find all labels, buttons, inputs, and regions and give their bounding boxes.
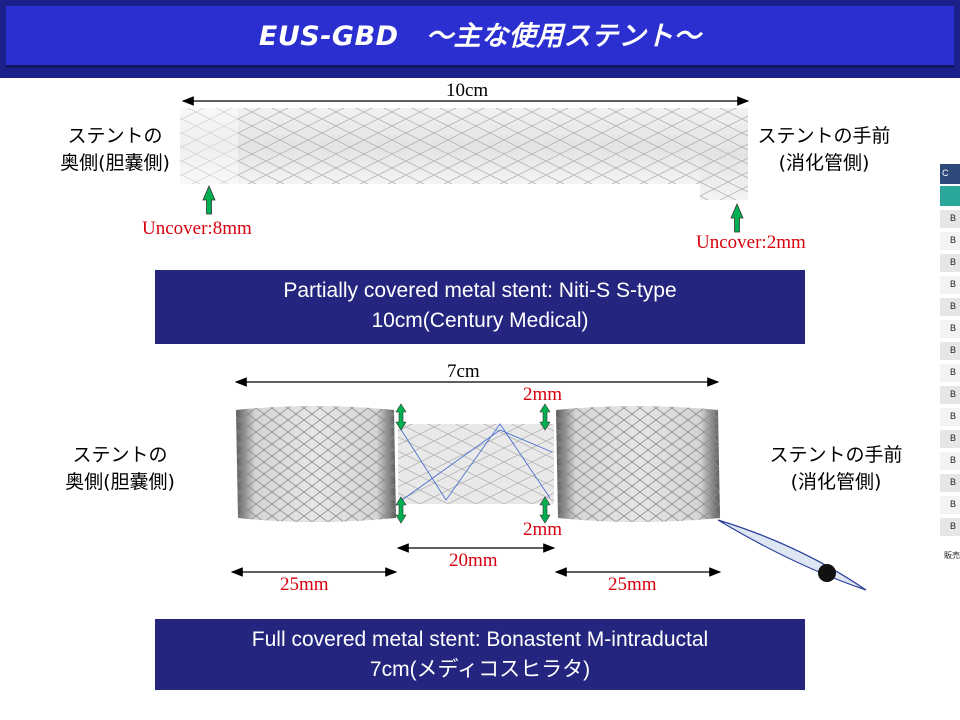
delivery-catheter xyxy=(717,519,867,591)
top-right-label-line1: ステントの手前 xyxy=(757,125,891,147)
top-right-label-line2: (消化管側) xyxy=(778,152,870,174)
gap-arrow-top-right xyxy=(539,403,551,431)
top-caption-line1: Partially covered metal stent: Niti-S S-… xyxy=(283,279,677,302)
side-table-row: B xyxy=(940,496,960,514)
side-table-cell: B xyxy=(950,411,957,421)
side-table-cell: B xyxy=(950,301,957,311)
side-table-row: B xyxy=(940,452,960,470)
bottom-caption: Full covered metal stent: Bonastent M-in… xyxy=(155,619,805,690)
uncover-left-label: Uncover:8mm xyxy=(142,218,252,239)
title-panel xyxy=(6,6,954,68)
bottom-right-label: ステントの手前 (消化管側) xyxy=(756,442,916,496)
side-table-cell: B xyxy=(950,367,957,377)
bottom-caption-line2: 7cm(メディコスヒラタ) xyxy=(369,658,591,681)
uncover-right-arrow xyxy=(730,202,744,233)
side-table-cell: B xyxy=(950,345,957,355)
gap-arrow-bottom-right xyxy=(539,496,551,524)
side-table-cell: B xyxy=(950,477,957,487)
gap-top-label: 2mm xyxy=(523,384,563,405)
top-right-label: ステントの手前 (消化管側) xyxy=(744,123,904,177)
side-table-header xyxy=(940,164,960,184)
slide-title: EUS-GBD ～主な使用ステント～ xyxy=(258,21,702,52)
side-table-cell: B xyxy=(950,235,957,245)
side-table-row: B xyxy=(940,210,960,228)
top-caption: Partially covered metal stent: Niti-S S-… xyxy=(155,270,805,344)
side-table-cell: B xyxy=(950,499,957,509)
side-table-cell: B xyxy=(950,389,957,399)
side-table-cell: B xyxy=(950,433,957,443)
top-caption-line2: 10cm(Century Medical) xyxy=(371,309,589,332)
side-table-footer: 販売 xyxy=(944,551,960,560)
side-table-cell: B xyxy=(950,323,957,333)
center-length-label: 20mm xyxy=(449,550,498,571)
bottom-left-label-line1: ステントの xyxy=(72,444,168,466)
side-table-cell: B xyxy=(950,279,957,289)
side-table-row: B xyxy=(940,474,960,492)
bottom-right-label-line2: (消化管側) xyxy=(790,471,882,493)
bottom-caption-line1: Full covered metal stent: Bonastent M-in… xyxy=(251,628,709,651)
gap-bottom-label: 2mm xyxy=(523,519,563,540)
top-left-label: ステントの 奥側(胆嚢側) xyxy=(52,123,178,177)
top-length-label: 10cm xyxy=(446,80,489,101)
side-table-row: B xyxy=(940,320,960,338)
top-left-label-line2: 奥側(胆嚢側) xyxy=(60,152,170,174)
bottom-right-label-line1: ステントの手前 xyxy=(769,444,903,466)
side-table-fragment: C B B B B B B B B B B B B B B B 販売 xyxy=(932,160,960,580)
side-table-row: B xyxy=(940,276,960,294)
top-left-label-line1: ステントの xyxy=(67,125,163,147)
side-table-row: B xyxy=(940,386,960,404)
bottom-length-label: 7cm xyxy=(447,361,480,382)
left-length-label: 25mm xyxy=(280,574,329,595)
side-table-cell: B xyxy=(950,521,957,531)
gap-arrow-bottom-left xyxy=(395,496,407,524)
side-table-row: B xyxy=(940,342,960,360)
uncover-right-label: Uncover:2mm xyxy=(696,232,806,253)
side-table-row: B xyxy=(940,232,960,250)
gap-arrow-top-left xyxy=(395,403,407,431)
side-table-row: B xyxy=(940,430,960,448)
side-table-row: B xyxy=(940,298,960,316)
top-stent-image xyxy=(180,108,748,200)
side-table-cell: B xyxy=(950,257,957,267)
side-table-cell: B xyxy=(950,213,957,223)
bottom-left-label-line2: 奥側(胆嚢側) xyxy=(65,471,175,493)
uncover-left-arrow xyxy=(202,184,216,215)
side-table-header-text: C xyxy=(942,168,949,178)
right-length-label: 25mm xyxy=(608,574,657,595)
bottom-left-label: ステントの 奥側(胆嚢側) xyxy=(48,442,192,496)
side-table-row: B xyxy=(940,518,960,536)
side-table-cell: B xyxy=(950,455,957,465)
side-table-teal-row xyxy=(940,186,960,206)
side-table-row: B xyxy=(940,408,960,426)
side-table-row: B xyxy=(940,254,960,272)
side-table-row: B xyxy=(940,364,960,382)
bottom-stent-image xyxy=(236,406,720,522)
